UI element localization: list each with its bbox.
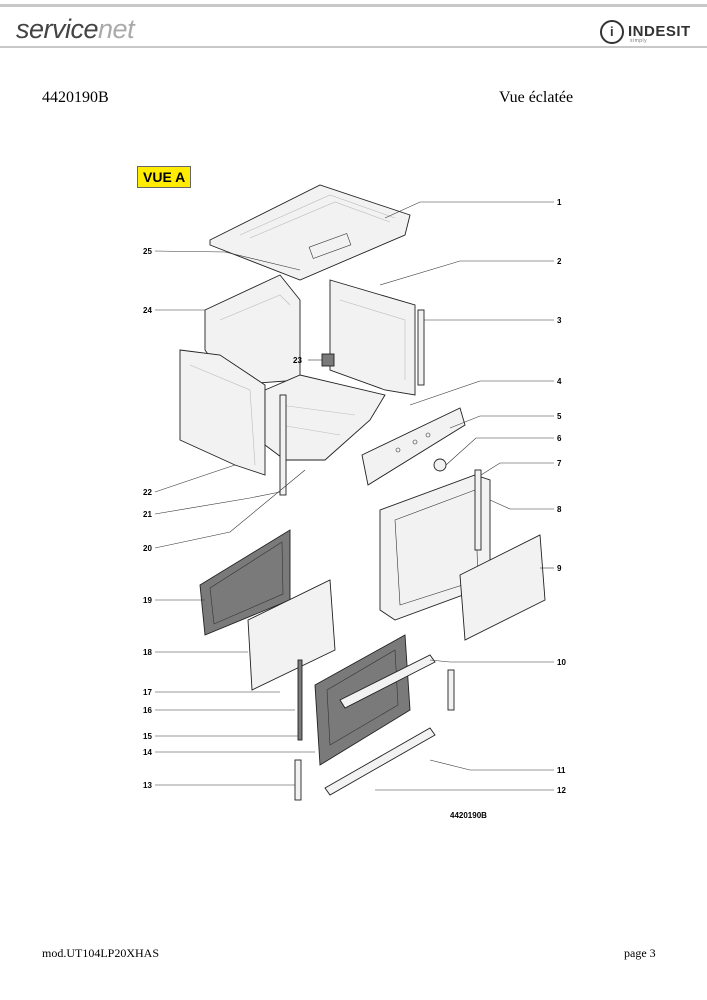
callout-5: 5 bbox=[557, 412, 562, 421]
drawing-code: 4420190B bbox=[450, 811, 487, 820]
part-front-strip bbox=[279, 394, 287, 496]
view-label: VUE A bbox=[137, 166, 192, 188]
part-glass-panel bbox=[459, 534, 546, 641]
callout-14: 14 bbox=[143, 748, 152, 757]
part-door-seal bbox=[297, 659, 303, 741]
part-bracket bbox=[321, 353, 335, 367]
part-side-strip bbox=[417, 309, 425, 386]
part-bottom-trim bbox=[324, 727, 436, 796]
part-front-left-panel bbox=[179, 349, 266, 476]
callout-6: 6 bbox=[557, 434, 562, 443]
indesit-logo-icon: i bbox=[600, 20, 624, 44]
footer-page: page 3 bbox=[624, 946, 656, 960]
callout-10: 10 bbox=[557, 658, 566, 667]
callout-lines-left bbox=[154, 250, 322, 786]
callout-18: 18 bbox=[143, 648, 152, 657]
header-rule-bottom bbox=[0, 46, 707, 48]
callout-8: 8 bbox=[557, 505, 562, 514]
callout-17: 17 bbox=[143, 688, 152, 697]
exploded-view-diagram: 1 2 3 4 5 6 7 8 9 10 11 12 25 24 23 22 2… bbox=[143, 184, 566, 820]
part-door-handle bbox=[339, 654, 436, 709]
document-title: Vue éclatée bbox=[499, 89, 574, 106]
callout-15: 15 bbox=[143, 732, 152, 741]
callout-2: 2 bbox=[557, 257, 562, 266]
callout-20: 20 bbox=[143, 544, 152, 553]
callout-4: 4 bbox=[557, 377, 562, 386]
header-rule-top bbox=[0, 4, 707, 7]
part-oven-door bbox=[314, 634, 411, 766]
part-floor-panel bbox=[264, 374, 386, 461]
callout-25: 25 bbox=[143, 247, 152, 256]
part-knob bbox=[433, 458, 447, 472]
part-frame-strip bbox=[474, 469, 482, 551]
part-hinge-left bbox=[294, 759, 302, 801]
callout-3: 3 bbox=[557, 316, 562, 325]
part-hinge-right bbox=[447, 669, 455, 711]
callout-9: 9 bbox=[557, 564, 562, 573]
callout-23: 23 bbox=[293, 356, 302, 365]
part-middle-glass bbox=[247, 579, 336, 691]
callout-24: 24 bbox=[143, 306, 152, 315]
callout-21: 21 bbox=[143, 510, 152, 519]
callout-12: 12 bbox=[557, 786, 566, 795]
footer-model: mod.UT104LP20XHAS bbox=[42, 946, 160, 960]
callout-19: 19 bbox=[143, 596, 152, 605]
callout-11: 11 bbox=[557, 766, 566, 775]
callout-1: 1 bbox=[557, 198, 562, 207]
callout-13: 13 bbox=[143, 781, 152, 790]
callout-22: 22 bbox=[143, 488, 152, 497]
part-right-side-panel bbox=[329, 279, 416, 396]
servicenet-logo: servicenet bbox=[16, 14, 135, 44]
part-control-panel bbox=[361, 407, 466, 486]
callout-16: 16 bbox=[143, 706, 152, 715]
part-top-panel bbox=[209, 184, 411, 281]
callout-lines-right bbox=[375, 201, 554, 791]
document-number: 4420190B bbox=[42, 89, 109, 106]
callout-7: 7 bbox=[557, 459, 562, 468]
